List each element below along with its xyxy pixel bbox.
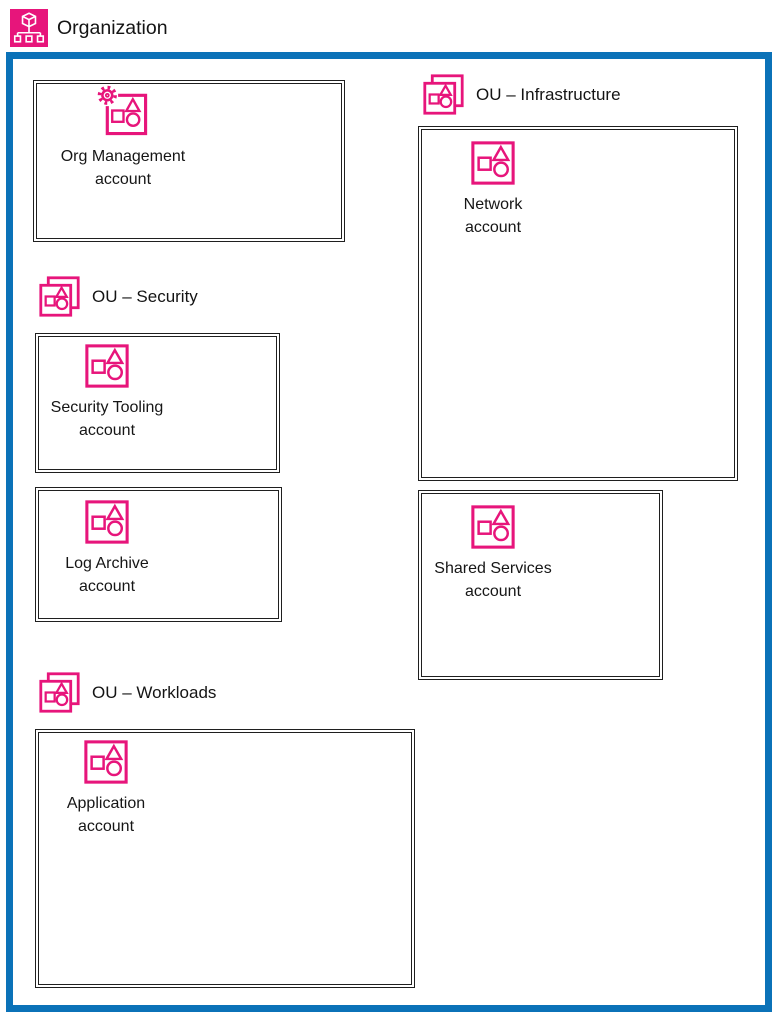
account-label-line2: account: [78, 422, 136, 439]
account-content: Application account: [11, 739, 201, 838]
account-box-shared-services: Shared Services account: [418, 490, 663, 680]
aws-account-icon: [84, 499, 130, 545]
aws-account-icon: [470, 504, 516, 550]
account-content: Log Archive account: [12, 499, 202, 598]
account-box-log-archive: Log Archive account: [35, 487, 282, 622]
account-label-line1: Log Archive: [65, 555, 149, 572]
account-label-line2: account: [77, 818, 135, 835]
account-content: Org Management account: [28, 85, 218, 191]
account-content: Shared Services account: [398, 504, 588, 603]
aws-organizations-icon: [10, 9, 48, 47]
ou-label-workloads: OU – Workloads: [38, 671, 216, 714]
account-box-application: Application account: [35, 729, 415, 988]
account-content: Security Tooling account: [12, 343, 202, 442]
account-label: Application account: [67, 792, 145, 838]
account-label-line1: Application: [66, 795, 146, 812]
account-label: Shared Services account: [434, 557, 551, 603]
organizational-unit-icon: [38, 671, 81, 714]
aws-account-icon: [470, 140, 516, 186]
account-box-network: Network account: [418, 126, 738, 481]
account-label-line2: account: [464, 219, 522, 236]
account-box-org-management: Org Management account: [33, 80, 345, 242]
ou-label-text: OU – Security: [92, 286, 198, 306]
account-label: Log Archive account: [65, 552, 149, 598]
organizational-unit-icon: [422, 73, 465, 116]
account-label-line2: account: [94, 171, 152, 188]
account-label: Network account: [464, 193, 523, 239]
account-label-line1: Shared Services: [434, 560, 552, 577]
account-label-line2: account: [464, 583, 522, 600]
ou-label-text: OU – Infrastructure: [476, 84, 621, 104]
account-label-line1: Security Tooling: [50, 399, 164, 416]
aws-account-icon: [84, 343, 130, 389]
organization-boundary-frame: [6, 52, 772, 1012]
diagram-title: Organization: [57, 17, 168, 39]
account-label-line1: Org Management: [60, 148, 186, 165]
ou-label-text: OU – Workloads: [92, 682, 217, 702]
ou-label-infrastructure: OU – Infrastructure: [422, 73, 621, 116]
account-content: Network account: [398, 140, 588, 239]
account-label-line1: Network: [463, 196, 523, 213]
account-box-security-tooling: Security Tooling account: [35, 333, 280, 473]
account-label: Org Management account: [61, 145, 186, 191]
account-label-line2: account: [78, 578, 136, 595]
ou-label-security: OU – Security: [38, 275, 198, 318]
aws-account-icon: [83, 739, 129, 785]
organizations-glyph-icon: [10, 9, 48, 47]
account-label: Security Tooling account: [51, 396, 164, 442]
organizational-unit-icon: [38, 275, 81, 318]
management-account-icon: [97, 85, 150, 138]
